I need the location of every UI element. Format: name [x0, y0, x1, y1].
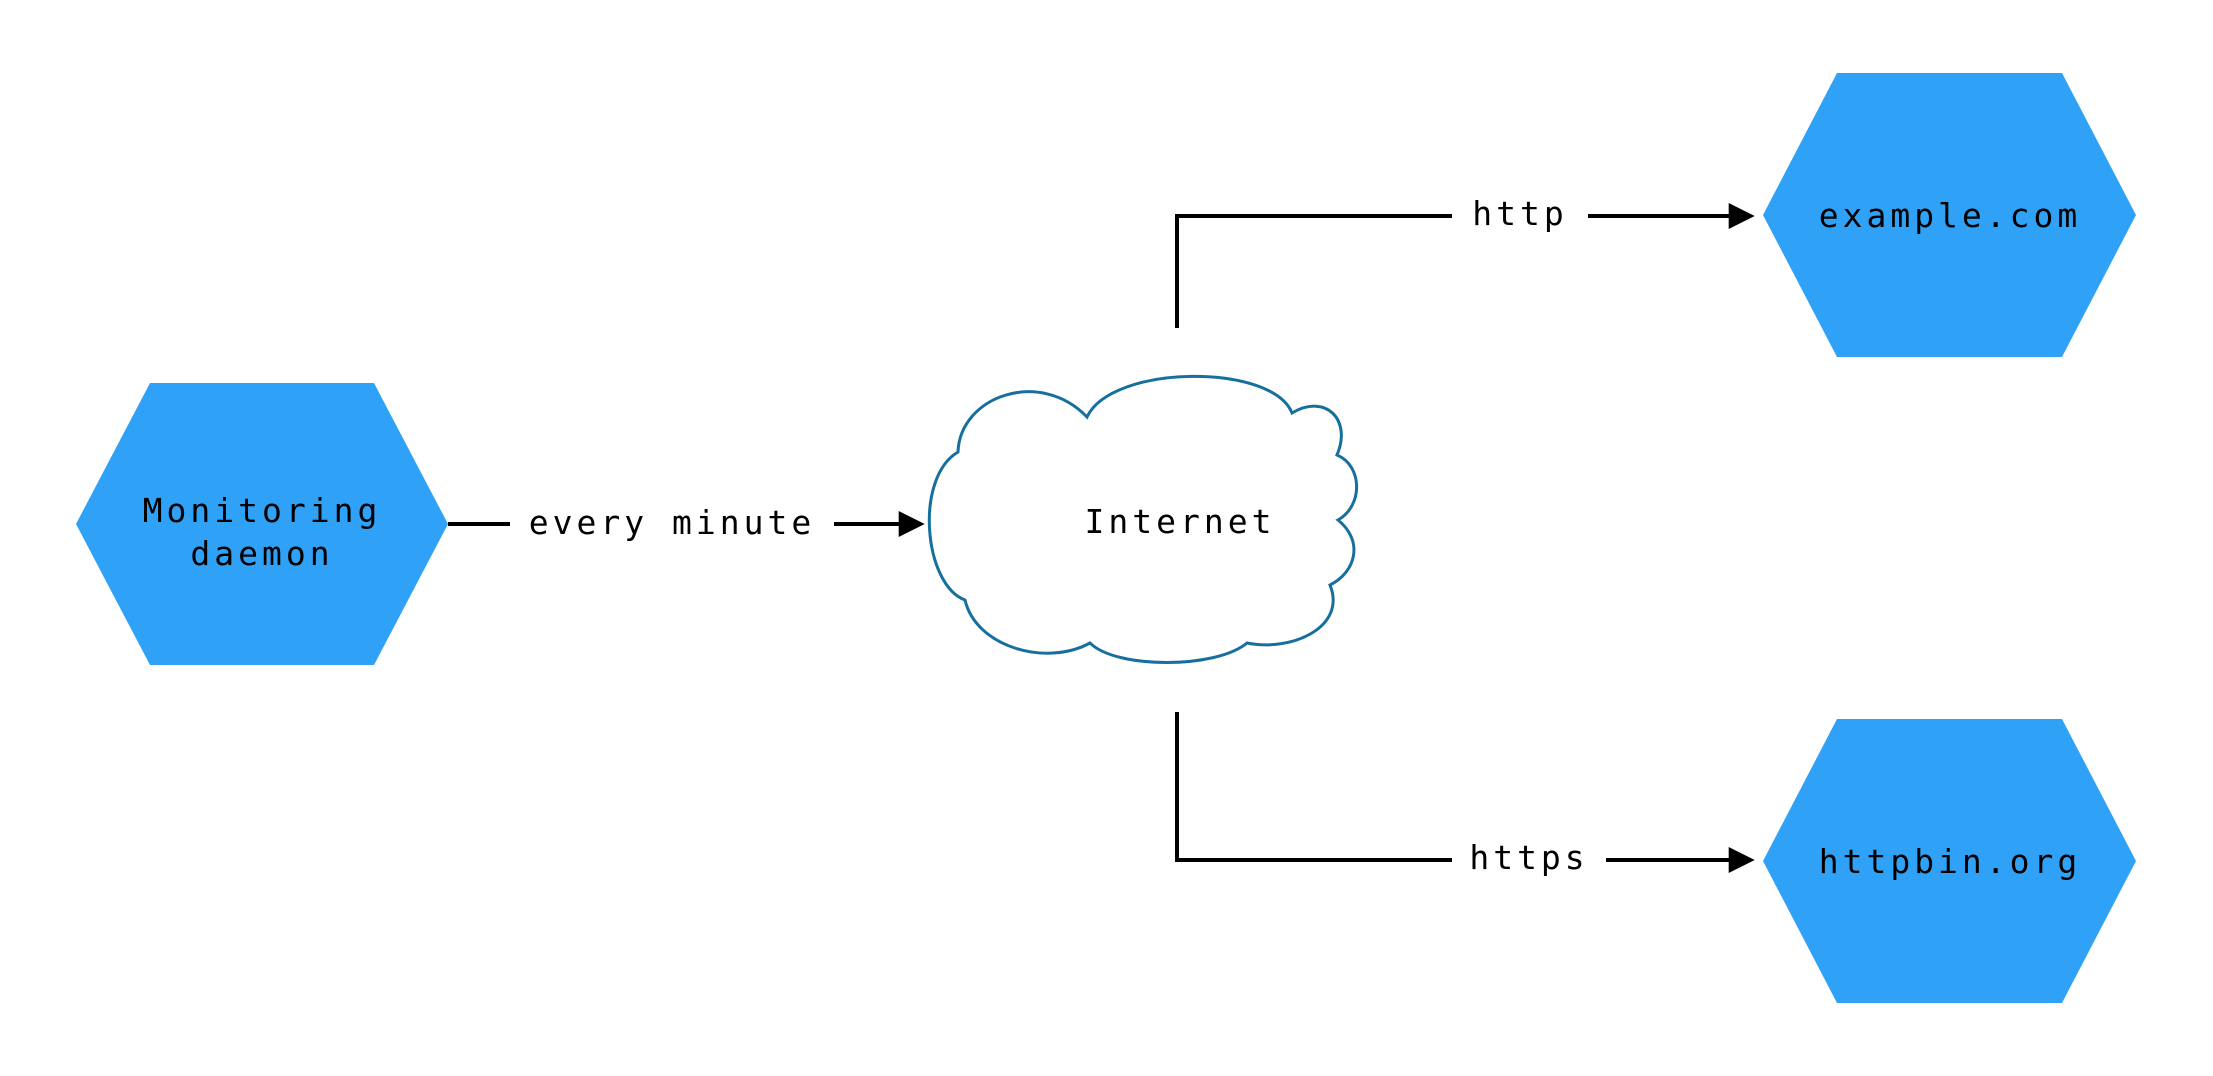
edge-internet-to-httpbin: https	[1175, 712, 1755, 882]
monitoring-daemon-label-line2: daemon	[190, 534, 333, 573]
monitoring-daemon-hexagon	[76, 383, 448, 665]
edge-internet-to-example: http	[1175, 192, 1755, 328]
edge-internet-to-httpbin-label: https	[1469, 838, 1588, 877]
internet-label: Internet	[1085, 502, 1276, 541]
edge-internet-to-example-label-bg	[1452, 192, 1588, 238]
internet-node: Internet	[927, 374, 1359, 664]
internet-cloud-shape	[927, 374, 1359, 664]
httpbin-org-hexagon	[1763, 719, 2136, 1003]
edge-monitoring-to-internet: every minute	[448, 500, 925, 548]
monitoring-daemon-node: Monitoring daemon	[76, 383, 448, 665]
edge-monitoring-to-internet-label-bg	[510, 500, 834, 548]
monitoring-daemon-label-line1: Monitoring	[143, 491, 382, 530]
edge-monitoring-to-internet-label: every minute	[529, 503, 815, 542]
example-com-label: example.com	[1819, 196, 2082, 235]
httpbin-org-label: httpbin.org	[1819, 842, 2082, 881]
edge-internet-to-httpbin-label-bg	[1452, 836, 1606, 882]
httpbin-org-node: httpbin.org	[1763, 719, 2136, 1003]
example-com-hexagon	[1763, 73, 2136, 357]
edge-internet-to-example-label: http	[1472, 194, 1567, 233]
example-com-node: example.com	[1763, 73, 2136, 357]
